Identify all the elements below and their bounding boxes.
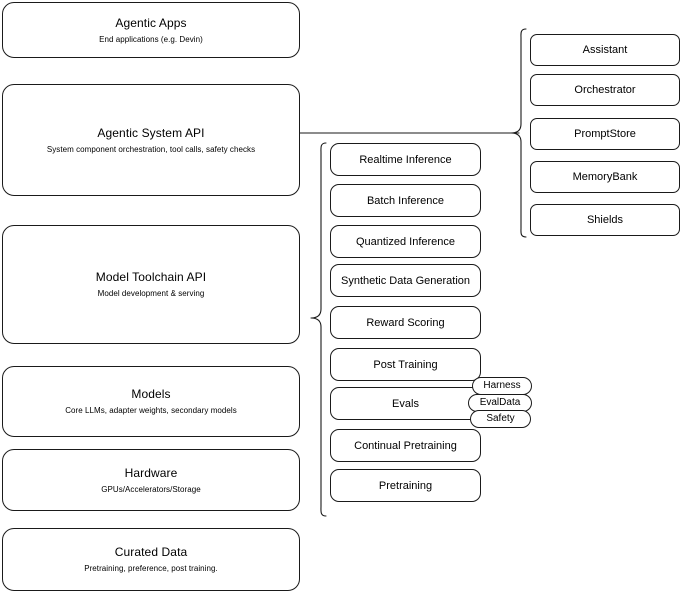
connector-line-system-api-to-components — [299, 132, 520, 134]
capability-label: Batch Inference — [366, 194, 445, 207]
evals-badge-label: EvalData — [479, 397, 521, 408]
stack-layer-title: Curated Data — [114, 545, 188, 559]
stack-layer-title: Model Toolchain API — [95, 270, 207, 284]
capability-pretraining[interactable]: Pretraining — [330, 469, 481, 502]
evals-badge-safety[interactable]: Safety — [470, 410, 531, 428]
capability-label: Continual Pretraining — [354, 439, 457, 452]
stack-layer-subtitle: Core LLMs, adapter weights, secondary mo… — [65, 406, 237, 415]
capability-post-training[interactable]: Post Training — [330, 348, 481, 381]
component-memorybank[interactable]: MemoryBank — [530, 161, 680, 193]
evals-badge-label: Safety — [486, 413, 515, 424]
capability-label: Post Training — [373, 358, 438, 371]
capability-realtime-inference[interactable]: Realtime Inference — [330, 143, 481, 176]
stack-layer-models[interactable]: Models Core LLMs, adapter weights, secon… — [2, 366, 300, 437]
stack-layer-title: Models — [131, 387, 171, 401]
stack-layer-hardware[interactable]: Hardware GPUs/Accelerators/Storage — [2, 449, 300, 511]
component-promptstore[interactable]: PromptStore — [530, 118, 680, 150]
capability-label: Reward Scoring — [366, 316, 445, 329]
capability-batch-inference[interactable]: Batch Inference — [330, 184, 481, 217]
capability-label: Synthetic Data Generation — [340, 274, 471, 287]
stack-layer-agentic-system-api[interactable]: Agentic System API System component orch… — [2, 84, 300, 196]
component-shields[interactable]: Shields — [530, 204, 680, 236]
component-label: Assistant — [582, 44, 628, 56]
stack-layer-subtitle: GPUs/Accelerators/Storage — [101, 484, 201, 494]
capability-label: Realtime Inference — [359, 153, 452, 166]
stack-layer-title: Hardware — [124, 465, 178, 480]
component-label: PromptStore — [574, 128, 636, 140]
stack-layer-title: Agentic System API — [97, 125, 205, 140]
capability-label: Pretraining — [378, 479, 433, 492]
capability-quantized-inference[interactable]: Quantized Inference — [330, 225, 481, 258]
capability-continual-pretraining[interactable]: Continual Pretraining — [330, 429, 481, 462]
component-label: Orchestrator — [574, 84, 636, 96]
stack-layer-agentic-apps[interactable]: Agentic Apps End applications (e.g. Devi… — [2, 2, 300, 58]
brace-toolchain-capabilities — [310, 142, 327, 517]
stack-layer-model-toolchain-api[interactable]: Model Toolchain API Model development & … — [2, 225, 300, 344]
component-assistant[interactable]: Assistant — [530, 34, 680, 66]
capability-label: Quantized Inference — [355, 235, 456, 248]
evals-badge-harness[interactable]: Harness — [472, 377, 532, 395]
stack-layer-title: Agentic Apps — [115, 15, 187, 30]
evals-badge-label: Harness — [483, 380, 521, 391]
component-label: Shields — [586, 214, 624, 226]
stack-layer-curated-data[interactable]: Curated Data Pretraining, preference, po… — [2, 528, 300, 591]
component-orchestrator[interactable]: Orchestrator — [530, 74, 680, 106]
stack-layer-subtitle: Pretraining, preference, post training. — [84, 564, 218, 573]
capability-label: Evals — [392, 397, 419, 410]
component-label: MemoryBank — [572, 171, 638, 183]
stack-layer-subtitle: End applications (e.g. Devin) — [99, 34, 203, 44]
brace-system-components — [510, 28, 527, 238]
capability-synthetic-data-generation[interactable]: Synthetic Data Generation — [330, 264, 481, 297]
stack-layer-subtitle: System component orchestration, tool cal… — [46, 144, 256, 154]
stack-layer-subtitle: Model development & serving — [97, 289, 205, 298]
capability-evals[interactable]: Evals — [330, 387, 481, 420]
capability-reward-scoring[interactable]: Reward Scoring — [330, 306, 481, 339]
